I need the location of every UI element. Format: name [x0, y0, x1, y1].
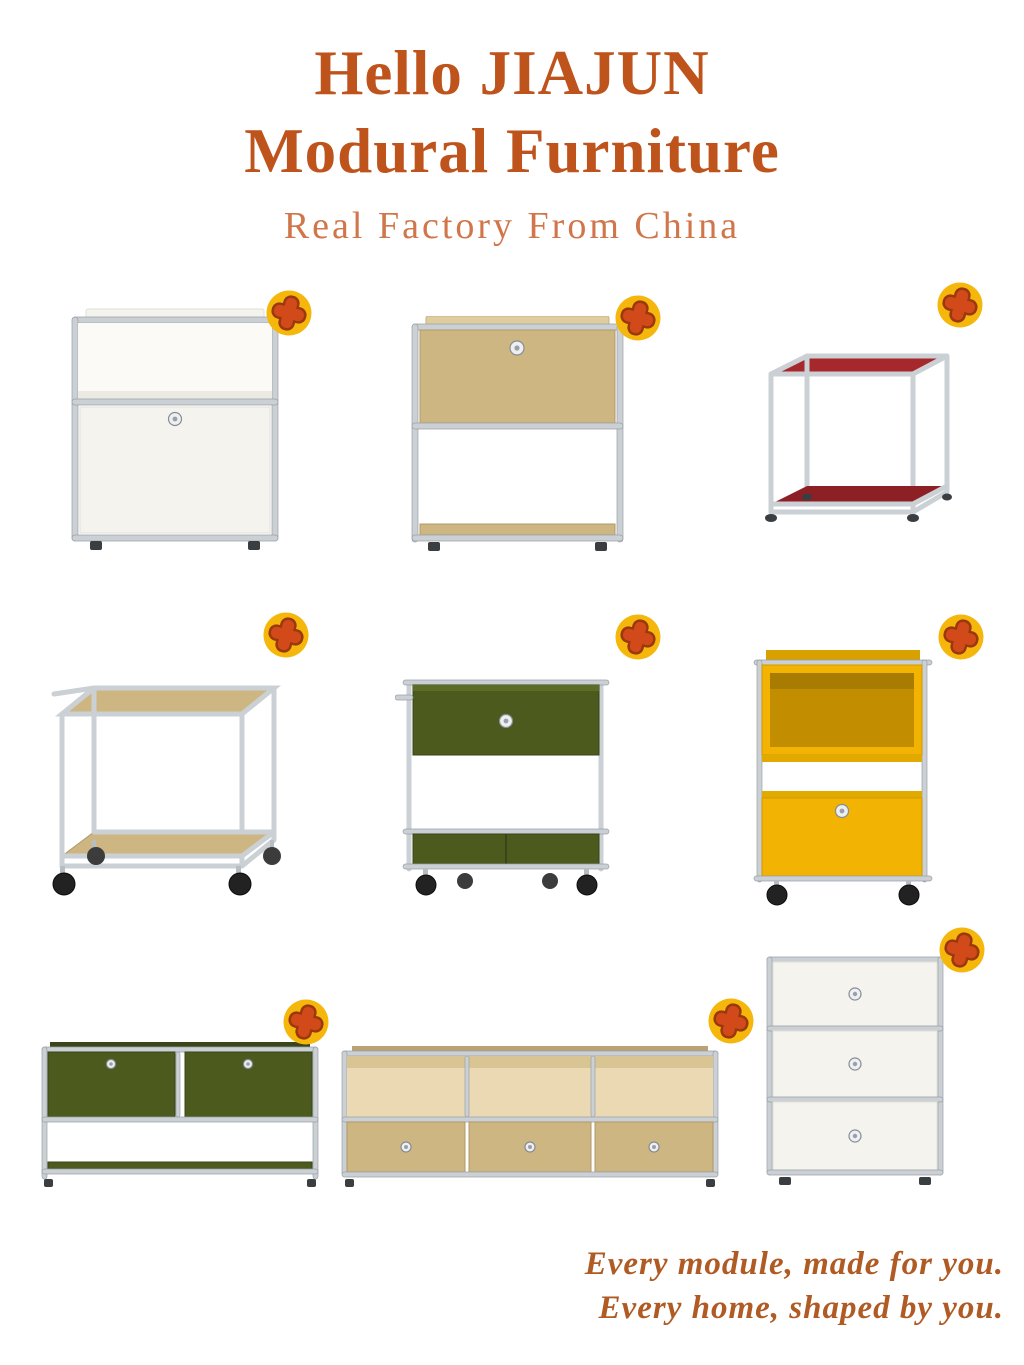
plus-icon — [936, 281, 984, 329]
product-image-red-open-cube — [765, 353, 952, 522]
add-product-1-button[interactable] — [265, 289, 313, 337]
product-beige-credenza — [340, 1046, 720, 1191]
plus-icon — [262, 611, 310, 659]
product-olive-sideboard — [40, 1042, 320, 1192]
product-yellow-pedestal — [750, 648, 945, 908]
product-white-highboard — [765, 952, 945, 1187]
product-image-beige-credenza — [341, 1046, 719, 1187]
add-product-2-button[interactable] — [614, 294, 662, 342]
product-image-white-highboard — [766, 956, 944, 1185]
tagline-line2: Every home, shaped by you. — [598, 1290, 1004, 1326]
product-image-beige-trolley — [51, 685, 282, 896]
add-product-3-button[interactable] — [936, 281, 984, 329]
add-product-7-button[interactable] — [282, 998, 330, 1046]
plus-icon — [707, 997, 755, 1045]
product-olive-bar-cart — [395, 663, 620, 898]
tagline: Every module, made for you. Every home, … — [585, 1242, 1004, 1330]
page-title: Hello JIAJUN Modural Furniture — [0, 34, 1024, 190]
product-beige-trolley — [28, 648, 283, 908]
product-beige-bedside-table — [410, 316, 625, 556]
product-image-olive-bar-cart — [395, 679, 610, 896]
product-image-white-two-tier-cabinet — [71, 308, 279, 550]
plus-icon — [937, 613, 985, 661]
subtitle: Real Factory From China — [283, 205, 741, 247]
title-line2: Modural Furniture — [244, 116, 780, 186]
product-image-olive-sideboard — [41, 1042, 319, 1187]
plus-icon — [614, 613, 662, 661]
product-red-open-cube — [755, 332, 955, 537]
header: Hello JIAJUN Modural Furniture Real Fact… — [0, 34, 1024, 248]
plus-icon — [282, 998, 330, 1046]
add-product-6-button[interactable] — [937, 613, 985, 661]
product-white-two-tier-cabinet — [70, 308, 280, 553]
plus-icon — [265, 289, 313, 337]
title-line1: Hello JIAJUN — [314, 38, 710, 108]
add-product-5-button[interactable] — [614, 613, 662, 661]
product-image-beige-bedside-table — [411, 316, 624, 551]
add-product-8-button[interactable] — [707, 997, 755, 1045]
product-image-yellow-pedestal — [753, 650, 933, 906]
add-product-4-button[interactable] — [262, 611, 310, 659]
add-product-9-button[interactable] — [938, 926, 986, 974]
tagline-line1: Every module, made for you. — [584, 1246, 1004, 1282]
plus-icon — [614, 294, 662, 342]
plus-icon — [938, 926, 986, 974]
